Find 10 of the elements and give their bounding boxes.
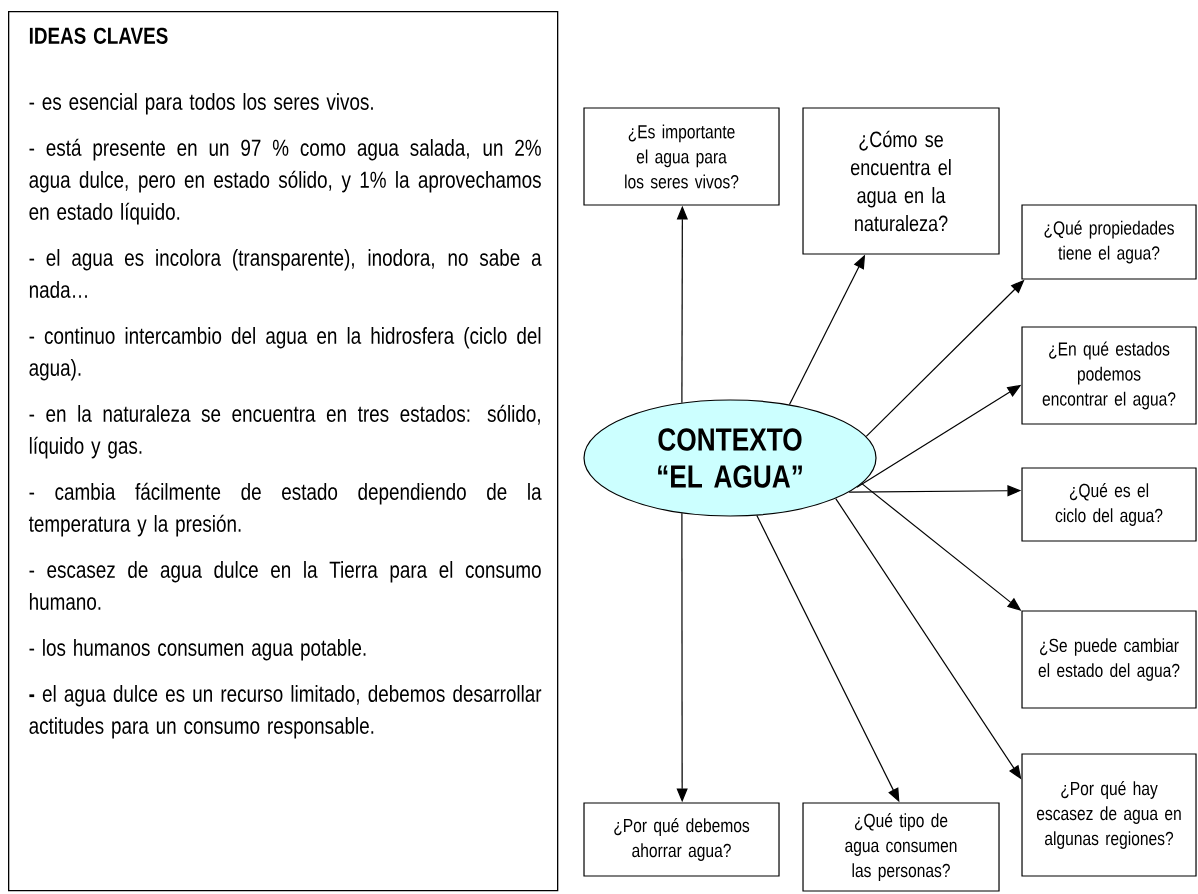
question-box: ¿Qué es el ciclo del agua? xyxy=(1021,467,1197,542)
question-box: ¿Cómo se encuentra el agua en la naturaleza? xyxy=(802,107,1000,255)
question-box: ¿En qué estados podemos encontrar el agua? xyxy=(1021,326,1197,425)
key-ideas-box: IDEAS CLAVES - es esencial para todos los seres vivos. - está presente en un 97 % como agua salada, un 2% agua dulce, pero en estado sólido, y 1% la aprovechamos en estado líquido. - el agua es incolora (transparente), inodora, no sabe a nada… - continuo intercambio del agua en la hidrosfera (ciclo del agua). - en la naturaleza se encuentra en tres estados: sólido, líquido y gas. - cambia fácilmente de estado dependiendo de la temperatura y la presión. - escasez de agua dulce en la Tierra para el consumo humano. - los humanos consumen agua potable. - el agua dulce es un recurso limitado, debemos desarrollar actitudes para un consumo responsable. xyxy=(8,11,559,892)
question-box: ¿Por qué debemos ahorrar agua? xyxy=(583,802,780,877)
question-box: ¿Es importante el agua para los seres vivos? xyxy=(583,107,780,206)
question-box: ¿Qué tipo de agua consumen las personas? xyxy=(802,802,1000,892)
question-box: ¿Se puede cambiar el estado del agua? xyxy=(1021,610,1197,709)
question-box: ¿Qué propiedades tiene el agua? xyxy=(1021,204,1197,280)
question-box: ¿Por qué hay escasez de agua en algunas regiones? xyxy=(1021,753,1197,877)
